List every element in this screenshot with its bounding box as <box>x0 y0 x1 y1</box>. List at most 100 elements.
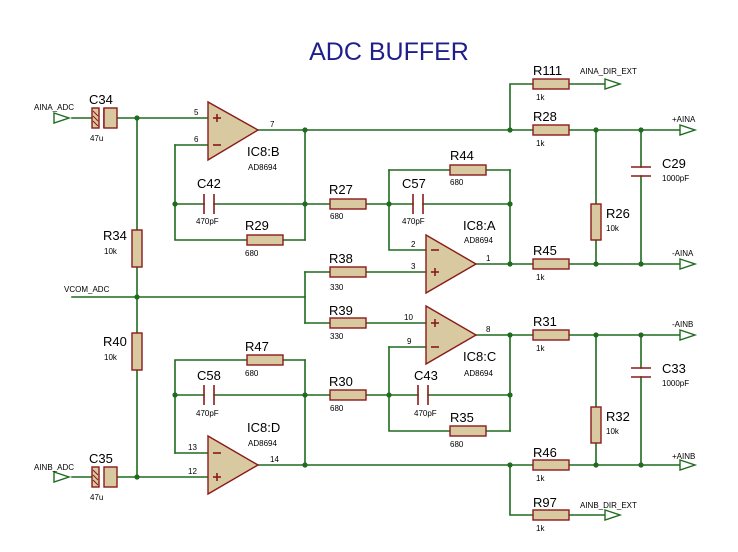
svg-text:1000pF: 1000pF <box>662 379 689 388</box>
svg-text:R111: R111 <box>533 63 562 78</box>
port-minus-ainb: -AINB <box>672 320 698 341</box>
svg-text:IC8:B: IC8:B <box>247 144 280 159</box>
resistor-r35: R35 680 <box>449 410 487 449</box>
svg-text:-AINA: -AINA <box>672 249 694 258</box>
resistor-r30: R30 680 <box>329 374 367 413</box>
svg-text:C57: C57 <box>402 176 426 191</box>
resistor-r111: R111 1k <box>532 63 570 102</box>
svg-text:680: 680 <box>330 212 344 221</box>
svg-text:R34: R34 <box>103 228 127 243</box>
svg-text:47u: 47u <box>90 493 103 502</box>
svg-text:R30: R30 <box>329 374 353 389</box>
port-vcom-adc: VCOM_ADC <box>64 285 110 294</box>
svg-text:R39: R39 <box>329 303 353 318</box>
svg-text:8: 8 <box>486 325 491 334</box>
svg-text:R35: R35 <box>450 410 474 425</box>
svg-text:3: 3 <box>411 262 416 271</box>
resistor-r45: R45 1k <box>532 243 570 282</box>
svg-text:470pF: 470pF <box>414 409 437 418</box>
svg-text:10k: 10k <box>606 224 620 233</box>
svg-text:IC8:A: IC8:A <box>463 218 496 233</box>
svg-text:R97: R97 <box>533 495 557 510</box>
junctions <box>134 115 644 480</box>
svg-text:R45: R45 <box>533 243 557 258</box>
svg-text:AD8694: AD8694 <box>248 439 277 448</box>
port-minus-aina: -AINA <box>672 249 698 270</box>
capacitor-c57: C57 470pF <box>402 176 426 226</box>
svg-text:R32: R32 <box>606 409 630 424</box>
port-plus-ainb: +AINB <box>672 452 698 471</box>
resistor-r26: R26 10k <box>590 203 630 241</box>
capacitor-c42: C42 470pF <box>196 176 221 226</box>
svg-text:+AINA: +AINA <box>672 115 696 124</box>
svg-text:470pF: 470pF <box>402 217 425 226</box>
svg-text:14: 14 <box>270 455 279 464</box>
svg-text:470pF: 470pF <box>196 217 219 226</box>
resistor-r31: R31 1k <box>532 314 570 353</box>
svg-text:C29: C29 <box>662 156 686 171</box>
svg-text:AINA_ADC: AINA_ADC <box>34 103 74 112</box>
resistor-r44: R44 680 <box>449 148 487 187</box>
resistor-r97: R97 1k <box>532 495 570 533</box>
capacitor-c29: C29 1000pF <box>631 156 689 183</box>
svg-text:C58: C58 <box>197 368 221 383</box>
svg-text:1k: 1k <box>536 474 545 483</box>
capacitor-c58: C58 470pF <box>196 368 221 418</box>
svg-text:VCOM_ADC: VCOM_ADC <box>64 285 110 294</box>
svg-text:1k: 1k <box>536 273 545 282</box>
svg-text:C34: C34 <box>89 92 113 107</box>
svg-text:680: 680 <box>450 178 464 187</box>
svg-text:C33: C33 <box>662 361 686 376</box>
resistor-r46: R46 1k <box>532 445 570 483</box>
svg-text:2: 2 <box>411 240 416 249</box>
svg-text:AINB_DIR_EXT: AINB_DIR_EXT <box>580 501 637 510</box>
resistor-r39: R39 330 <box>329 303 367 341</box>
svg-text:+AINB: +AINB <box>672 452 695 461</box>
svg-text:R40: R40 <box>103 334 127 349</box>
resistor-r28: R28 1k <box>532 109 570 148</box>
svg-text:R31: R31 <box>533 314 557 329</box>
svg-text:1k: 1k <box>536 139 545 148</box>
svg-text:IC8:D: IC8:D <box>247 420 280 435</box>
resistor-r47: R47 680 <box>245 339 284 378</box>
resistor-r27: R27 680 <box>329 182 367 221</box>
svg-text:R27: R27 <box>329 182 353 197</box>
capacitor-c43: C43 470pF <box>414 368 438 418</box>
svg-text:330: 330 <box>330 332 344 341</box>
opamp-ic8b: 5 6 7 IC8:B AD8694 <box>194 100 280 172</box>
svg-text:680: 680 <box>245 369 259 378</box>
svg-text:AD8694: AD8694 <box>248 163 277 172</box>
capacitor-c35: C35 47u <box>89 451 118 502</box>
svg-text:1000pF: 1000pF <box>662 174 689 183</box>
svg-text:R28: R28 <box>533 109 557 124</box>
svg-text:R46: R46 <box>533 445 557 460</box>
capacitor-c34: C34 47u <box>89 92 118 143</box>
svg-text:680: 680 <box>450 440 464 449</box>
svg-text:7: 7 <box>270 120 275 129</box>
svg-text:-AINB: -AINB <box>672 320 693 329</box>
svg-text:10: 10 <box>404 313 413 322</box>
svg-text:R29: R29 <box>245 218 269 233</box>
svg-text:R47: R47 <box>245 339 269 354</box>
svg-text:10k: 10k <box>606 427 620 436</box>
svg-text:1: 1 <box>486 254 491 263</box>
svg-text:C42: C42 <box>197 176 221 191</box>
svg-text:AINA_DIR_EXT: AINA_DIR_EXT <box>580 67 637 76</box>
svg-text:C35: C35 <box>89 451 113 466</box>
svg-text:1k: 1k <box>536 93 545 102</box>
svg-text:R44: R44 <box>450 148 474 163</box>
opamp-ic8a: 2 3 1 IC8:A AD8694 <box>411 218 496 295</box>
svg-text:47u: 47u <box>90 134 103 143</box>
svg-text:10k: 10k <box>104 353 118 362</box>
resistor-r32: R32 10k <box>590 406 630 444</box>
resistor-r38: R38 330 <box>329 251 367 292</box>
page-title: ADC BUFFER <box>309 38 469 66</box>
wires <box>71 83 681 516</box>
svg-text:12: 12 <box>188 467 197 476</box>
svg-text:R38: R38 <box>329 251 353 266</box>
svg-text:R26: R26 <box>606 206 630 221</box>
svg-text:IC8:C: IC8:C <box>463 349 496 364</box>
resistor-r34: R34 10k <box>103 228 143 268</box>
port-aina-dir-ext: AINA_DIR_EXT <box>580 67 637 90</box>
